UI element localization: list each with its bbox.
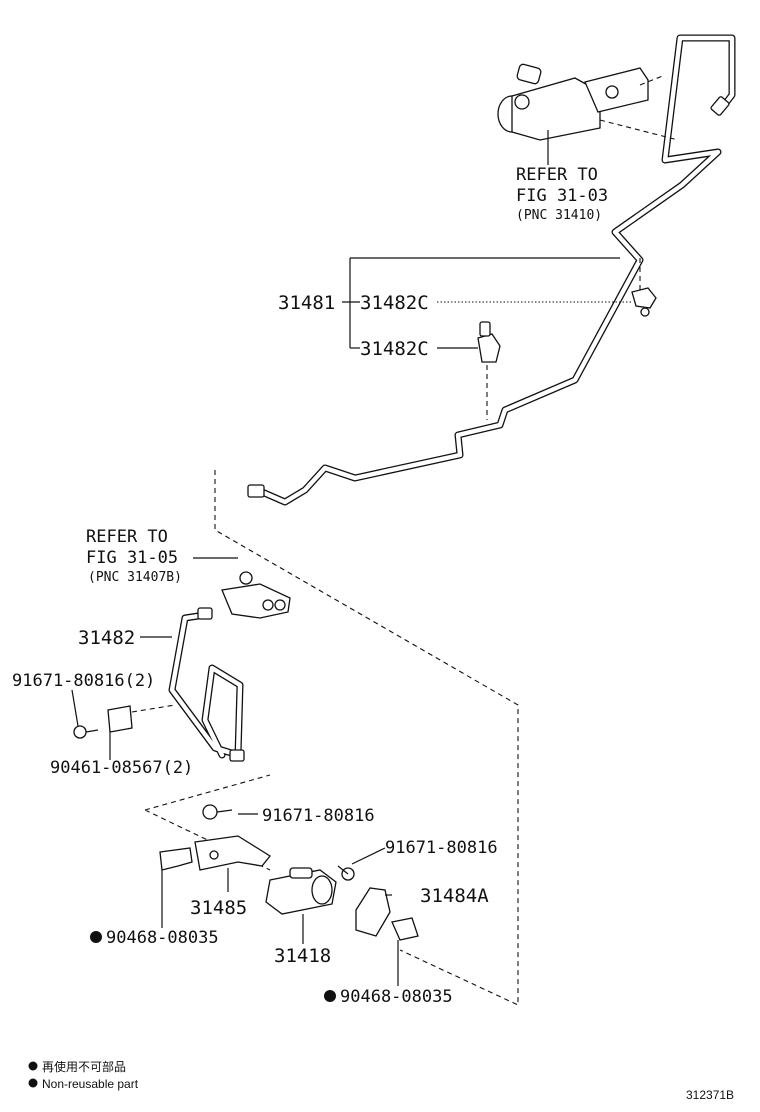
label-90468-08035-a: 90468-08035	[106, 928, 219, 948]
release-cylinder-31418[interactable]	[265, 867, 337, 915]
legend-text-en: Non-reusable part	[42, 1077, 139, 1091]
clutch-master-cylinder[interactable]	[497, 63, 679, 165]
figure-id: 312371B	[686, 1088, 734, 1102]
label-90461-08567-2: 90461-08567(2)	[50, 758, 193, 778]
leader-lines	[71, 257, 632, 986]
bracket-31485[interactable]	[194, 835, 271, 871]
refer-mid-line3: (PNC 31407B)	[88, 570, 182, 585]
pipe-clamp-31482c-lower[interactable]	[477, 321, 501, 420]
clutch-pipe-31481[interactable]	[247, 34, 736, 506]
label-31481: 31481	[278, 292, 335, 314]
label-91671-80816-a: 91671-80816	[262, 806, 375, 826]
label-31485: 31485	[190, 897, 247, 919]
refer-top-line3: (PNC 31410)	[516, 208, 602, 223]
label-31482c-lower: 31482C	[360, 338, 429, 360]
refer-top-line1: REFER TO	[516, 165, 598, 185]
refer-top-line2: FIG 31-03	[516, 186, 608, 206]
clip-90468-08035-b[interactable]	[391, 917, 419, 941]
bracket-31484a[interactable]	[355, 887, 391, 937]
label-91671-80816-2: 91671-80816(2)	[12, 671, 155, 691]
bracket-90461-08567[interactable]	[107, 704, 176, 733]
bolt-91671-80816-x2[interactable]	[73, 725, 99, 739]
three-way-fitting[interactable]	[221, 571, 291, 619]
non-reusable-dot-a	[90, 931, 102, 943]
pipe-end-fitting-lower	[247, 484, 265, 498]
label-31484a: 31484A	[420, 885, 489, 907]
non-reusable-dot-b	[324, 990, 336, 1002]
clutch-pipe-31482[interactable]	[168, 607, 245, 762]
legend-text-ja: 再使用不可部品	[42, 1059, 126, 1074]
legend-dot-2	[28, 1078, 38, 1088]
pipe-end-fitting-upper	[710, 96, 730, 116]
label-31418: 31418	[274, 945, 331, 967]
bolt-91671-80816-b[interactable]	[337, 865, 355, 881]
bolt-91671-80816-a[interactable]	[202, 804, 233, 820]
label-90468-08035-b: 90468-08035	[340, 987, 453, 1007]
legend-dot-1	[28, 1061, 38, 1071]
section-boundary-dashed	[144, 470, 519, 1006]
clip-90468-08035-a[interactable]	[159, 847, 193, 871]
pipe-clamp-31482c-upper[interactable]	[631, 258, 657, 317]
label-31482c-upper: 31482C	[360, 292, 429, 314]
refer-mid-line1: REFER TO	[86, 527, 168, 547]
label-31482: 31482	[78, 627, 135, 649]
refer-mid-line2: FIG 31-05	[86, 548, 178, 568]
label-91671-80816-b: 91671-80816	[385, 838, 498, 858]
